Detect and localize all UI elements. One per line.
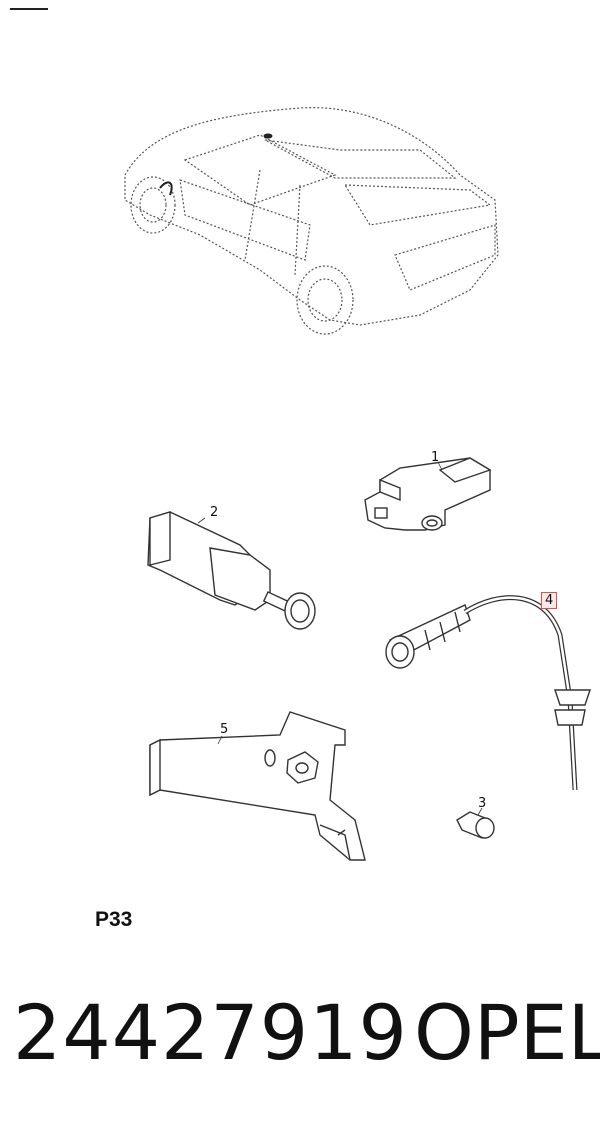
part-5-bracket <box>149 711 366 861</box>
callout-3: 3 <box>478 796 487 811</box>
vehicle-illustration <box>124 106 499 335</box>
callout-4: 4 <box>541 592 558 609</box>
part-number: 24427919 <box>13 988 408 1077</box>
corner-mark <box>10 8 48 10</box>
vehicle-detail-marks <box>159 133 273 196</box>
part-4-sensor-cable <box>385 595 591 791</box>
part-3-plug <box>456 811 495 839</box>
brand-name: OPEL <box>414 988 600 1077</box>
callout-2: 2 <box>210 505 219 520</box>
callout-1: 1 <box>431 450 440 465</box>
reference-code: P33 <box>95 908 133 931</box>
part-2-switch <box>147 511 316 630</box>
part-1-connector <box>364 457 492 531</box>
callout-5: 5 <box>220 722 229 737</box>
parts-diagram <box>124 106 591 861</box>
